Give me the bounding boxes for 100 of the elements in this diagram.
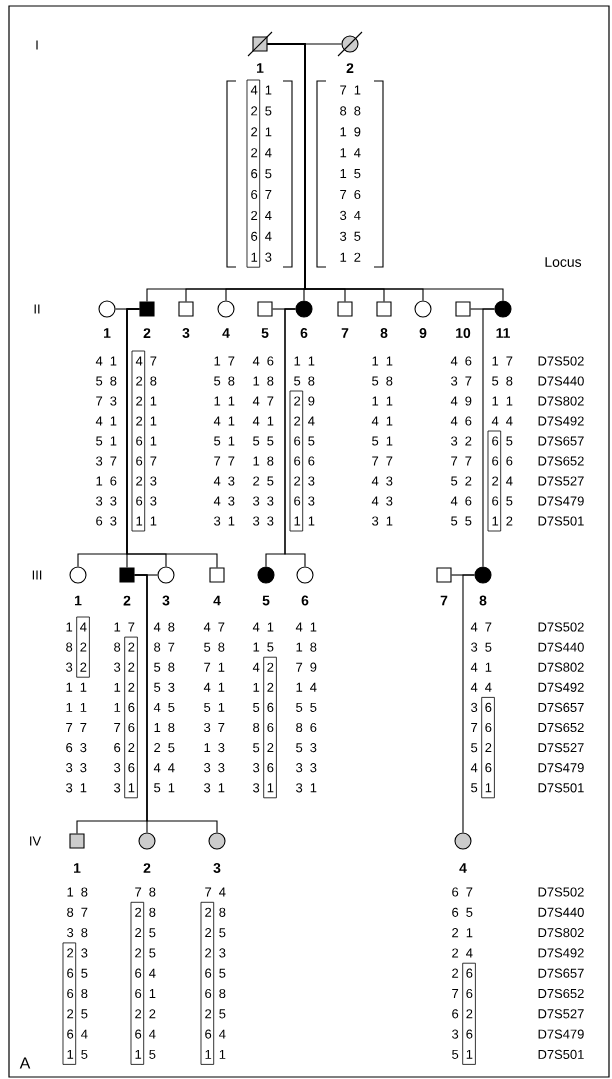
allele-pair: 1 1	[372, 356, 393, 366]
pedigree-line	[126, 308, 218, 568]
locus-name: D7S802	[538, 662, 584, 672]
individual-number: 3	[182, 328, 190, 338]
allele-pair: 3 5	[471, 642, 492, 652]
allele-pair: 4 6	[450, 416, 472, 426]
individual-number: 1	[75, 595, 82, 606]
locus-name: D7S440	[538, 376, 584, 386]
allele-pair: 4 5	[153, 702, 175, 712]
allele-pair: 8 2	[66, 642, 87, 652]
individual-number: 4	[213, 595, 221, 606]
allele-pair: 5 6	[253, 702, 274, 712]
allele-pair: 7 1	[340, 85, 361, 95]
allele-pair: 6 5	[492, 496, 513, 506]
allele-pair: 3 3	[253, 516, 274, 526]
pedigree-line	[482, 308, 495, 567]
allele-pair: 4 6	[450, 496, 472, 506]
allele-pair: 4 9	[450, 396, 472, 406]
allele-pair: 4 1	[252, 622, 274, 632]
allele-pair: 2 5	[67, 1009, 88, 1019]
individual-number: 3	[162, 595, 170, 606]
allele-pair: 3 3	[204, 763, 225, 773]
allele-pair: 6 5	[492, 436, 513, 446]
allele-pair: 2 3	[67, 948, 88, 958]
allele-pair: 5 5	[451, 516, 472, 526]
allele-pair: 1 5	[340, 169, 361, 179]
allele-pair: 3 6	[114, 763, 135, 773]
allele-pair: 6 5	[452, 907, 473, 917]
allele-pair: 1 7	[214, 356, 235, 366]
allele-pair: 5 5	[296, 702, 317, 712]
allele-pair: 5 5	[253, 436, 274, 446]
locus-name: D7S527	[538, 1009, 584, 1019]
allele-pair: 6 1	[135, 988, 156, 999]
allele-pair: 2 4	[251, 210, 272, 220]
column-heading: Locus	[545, 257, 582, 267]
allele-pair: 6 5	[67, 968, 88, 978]
allele-pair: 1 1	[294, 516, 315, 526]
allele-pair: 6 6	[294, 456, 315, 466]
locus-name: D7S479	[538, 763, 584, 773]
allele-pair: 2 1	[251, 127, 272, 137]
locus-name: D7S479	[538, 1029, 584, 1039]
allele-pair: 6 4	[205, 1029, 226, 1039]
allele-pair: 3 1	[66, 783, 87, 793]
allele-pair: 4 8	[153, 622, 175, 632]
allele-pair: 4 4	[470, 682, 492, 692]
allele-pair: 2 8	[135, 907, 156, 917]
pedigree-line	[267, 43, 504, 301]
allele-pair: 8 6	[296, 722, 317, 733]
allele-pair: 3 1	[253, 783, 274, 793]
individual-number: 5	[261, 328, 269, 338]
allele-pair: 1 1	[492, 396, 513, 406]
allele-pair: 2 1	[452, 928, 473, 938]
pedigree-line	[134, 574, 218, 833]
allele-pair: 7 6	[114, 722, 135, 733]
locus-name: D7S527	[538, 743, 584, 753]
allele-pair: 2 5	[253, 476, 274, 486]
allele-pair: 4 3	[371, 496, 393, 506]
allele-pair: 1 6	[114, 702, 135, 712]
generation-label: II	[34, 304, 40, 314]
locus-name: D7S501	[538, 516, 584, 526]
allele-pair: 5 1	[372, 436, 393, 446]
allele-pair: 5 1	[96, 436, 117, 446]
locus-name: D7S657	[538, 436, 584, 446]
allele-pair: 2 5	[135, 928, 156, 938]
allele-pair: 8 8	[340, 106, 361, 116]
allele-pair: 1 1	[66, 682, 87, 692]
allele-pair: 6 4	[135, 1029, 156, 1039]
locus-name: D7S479	[538, 496, 584, 506]
allele-pair: 5 1	[204, 702, 225, 712]
individual-number: 1	[104, 328, 111, 338]
locus-name: D7S652	[538, 456, 584, 466]
allele-pair: 5 1	[154, 783, 175, 793]
allele-pair: 2 3	[294, 476, 315, 486]
allele-pair: 5 8	[154, 662, 175, 672]
locus-name: D7S492	[538, 948, 584, 958]
allele-pair: 4 7	[135, 356, 157, 366]
individual-number: 2	[143, 863, 151, 873]
allele-pair: 2 5	[205, 928, 226, 938]
allele-pair: 5 1	[452, 1049, 473, 1059]
locus-name: D7S440	[538, 642, 584, 652]
allele-pair: 1 3	[204, 743, 225, 753]
locus-name: D7S802	[538, 396, 584, 406]
allele-pair: 1 6	[96, 476, 117, 486]
allele-pair: 1 2	[492, 516, 513, 526]
individual-number: 2	[346, 63, 354, 73]
allele-pair: 6 8	[67, 988, 88, 999]
allele-pair: 1 1	[214, 396, 235, 406]
allele-pair: 5 8	[204, 642, 225, 652]
allele-pair: 2 4	[492, 476, 513, 486]
individual-number: 2	[143, 328, 151, 338]
individual-number: 8	[479, 595, 487, 606]
allele-pair: 6 6	[492, 456, 513, 466]
allele-pair: 4 1	[95, 416, 117, 426]
allele-pair: 3 1	[214, 516, 235, 526]
allele-pair: 4 6	[470, 763, 492, 773]
individual-number: 5	[262, 595, 270, 606]
individual-number: 3	[213, 863, 221, 873]
allele-pair: 7 7	[372, 456, 393, 466]
allele-pair: 1 8	[154, 722, 175, 733]
allele-pair: 3 1	[204, 783, 225, 793]
